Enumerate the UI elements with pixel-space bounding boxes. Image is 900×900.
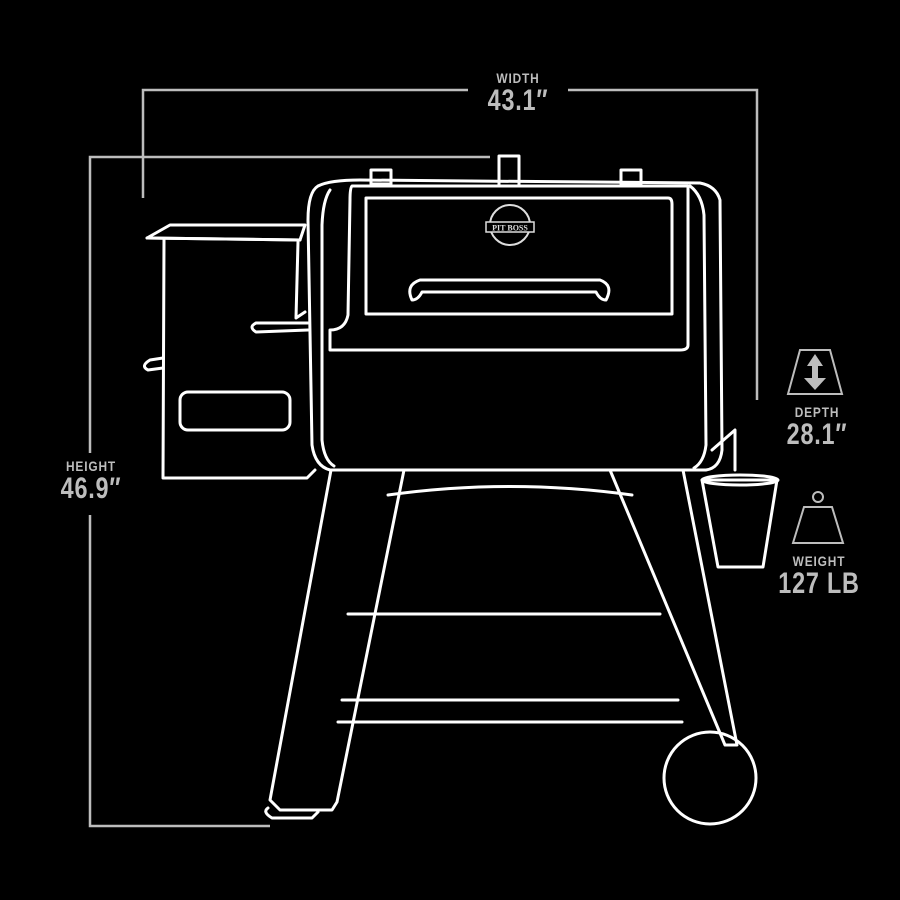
dimension-lines bbox=[88, 88, 759, 828]
front-left-leg bbox=[268, 468, 406, 812]
width-label: WIDTH bbox=[496, 70, 540, 86]
width-dimension: WIDTH 43.1″ bbox=[468, 70, 568, 116]
width-dimension-line-right bbox=[568, 88, 759, 400]
hopper-knob bbox=[250, 321, 310, 334]
hopper-window bbox=[178, 390, 292, 432]
weight-label: WEIGHT bbox=[792, 553, 846, 569]
depth-dimension: DEPTH 28.1″ bbox=[772, 404, 862, 450]
weight-icon bbox=[791, 491, 845, 544]
grill bbox=[143, 154, 780, 826]
leg-foot bbox=[264, 806, 320, 820]
front-right-leg bbox=[608, 468, 739, 747]
depth-value: 28.1″ bbox=[786, 418, 848, 451]
wheel bbox=[662, 730, 758, 826]
weight-dimension: WEIGHT 127 LB bbox=[764, 553, 874, 599]
height-label: HEIGHT bbox=[65, 458, 117, 474]
grease-bucket bbox=[700, 478, 779, 569]
width-dimension-line-left bbox=[141, 88, 468, 198]
bucket-hook bbox=[710, 428, 737, 472]
lid bbox=[328, 184, 690, 352]
height-dimension-line-top bbox=[88, 155, 490, 453]
barrel-left-edge bbox=[320, 188, 336, 468]
hopper-body bbox=[161, 238, 317, 480]
height-dimension: HEIGHT 46.9″ bbox=[46, 458, 136, 504]
barrel-right-edge bbox=[688, 184, 708, 470]
pit-boss-logo: PIT BOSS bbox=[485, 204, 535, 246]
upper-crossbar bbox=[386, 485, 634, 497]
height-dimension-line-bottom bbox=[88, 515, 270, 828]
hopper-side-tab bbox=[143, 356, 165, 372]
depth-label: DEPTH bbox=[794, 404, 840, 420]
barrel-body bbox=[306, 178, 724, 472]
height-value: 46.9″ bbox=[60, 472, 122, 505]
lid-bumper-left bbox=[369, 168, 393, 186]
lid-bumper-right bbox=[619, 168, 643, 186]
lid-inner-panel bbox=[364, 196, 674, 316]
width-value: 43.1″ bbox=[487, 84, 549, 117]
depth-arrow-icon bbox=[786, 349, 844, 395]
logo-text: PIT BOSS bbox=[492, 224, 528, 233]
lid-handle bbox=[408, 278, 611, 302]
weight-value: 127 LB bbox=[778, 567, 860, 600]
